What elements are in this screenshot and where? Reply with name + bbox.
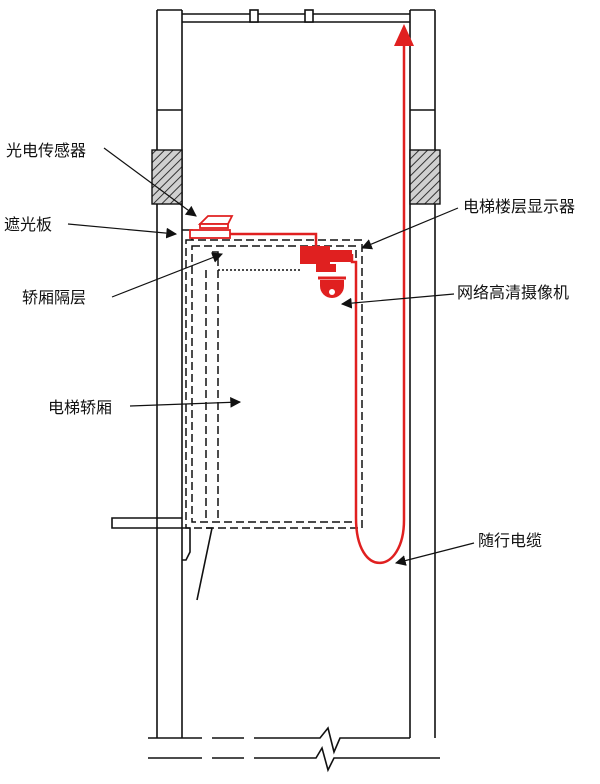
callout-leaders	[67, 147, 475, 566]
floor-display-icon	[300, 246, 330, 264]
car-left-door-frame	[205, 251, 219, 518]
hd-camera-icon	[318, 276, 346, 298]
traveling-cable-line	[354, 36, 406, 564]
label-hd-camera: 网络高清摄像机	[457, 283, 569, 302]
shaft-structure	[156, 9, 436, 738]
leader-photo-sensor	[103, 147, 197, 217]
leader-traveling-cable	[394, 542, 475, 566]
label-elevator-car: 电梯轿厢	[48, 398, 112, 417]
up-arrow-icon	[394, 24, 414, 46]
car-side-cable	[350, 254, 358, 518]
sensor-wire	[230, 232, 318, 246]
landing-sill	[111, 517, 213, 601]
label-car-interlayer: 轿厢隔层	[22, 288, 86, 307]
leader-elevator-car	[129, 396, 242, 408]
leader-light-shield	[67, 223, 178, 239]
leader-hd-camera	[340, 293, 455, 309]
label-light-shield: 遮光板	[4, 215, 52, 234]
leader-floor-display	[361, 207, 459, 250]
label-floor-display: 电梯楼层显示器	[463, 197, 575, 216]
floor-slab-left	[151, 149, 183, 205]
red-components	[189, 24, 414, 564]
photo-sensor-icon	[189, 215, 234, 239]
label-traveling-cable: 随行电缆	[478, 531, 542, 550]
shaft-bottom-break	[148, 726, 440, 773]
leader-car-interlayer	[111, 252, 224, 298]
car-outer-frame	[185, 239, 363, 529]
label-photo-sensor: 光电传感器	[6, 141, 86, 160]
floor-slab-right	[409, 149, 441, 205]
